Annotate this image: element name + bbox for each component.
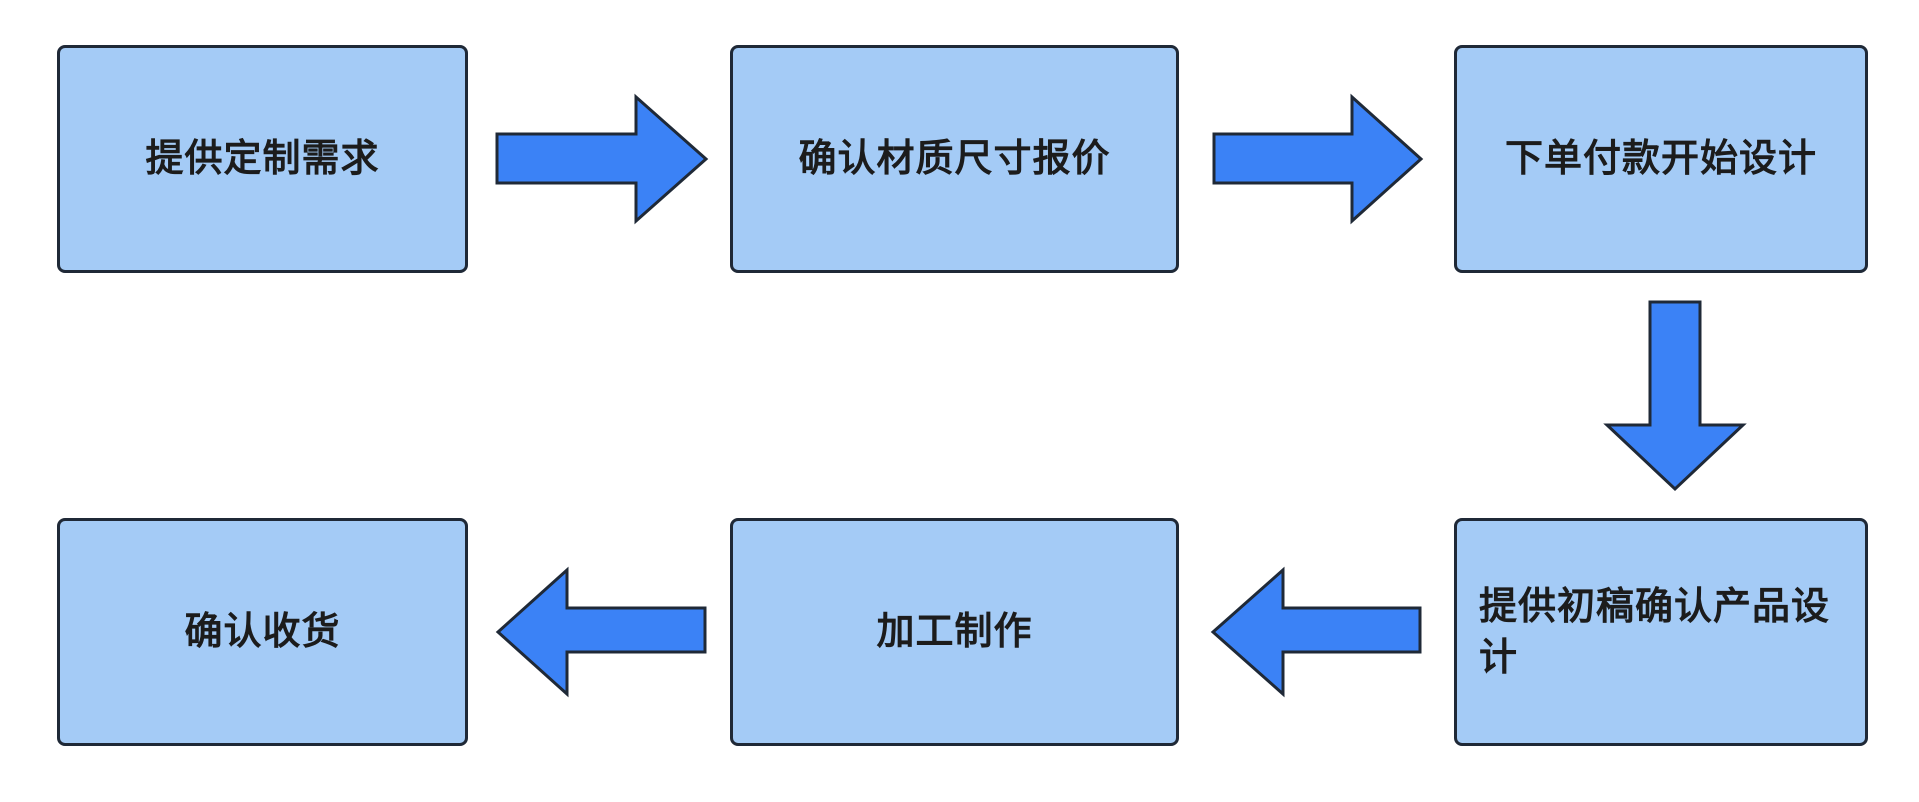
step-box-draft-confirmation: 提供初稿确认产品设计: [1454, 518, 1868, 746]
step-label: 确认材质尺寸报价: [798, 136, 1111, 181]
right-arrow-icon: [1212, 93, 1424, 225]
step-box-confirm-quote: 确认材质尺寸报价: [730, 45, 1179, 273]
step-label: 提供定制需求: [145, 136, 380, 181]
step-box-confirm-receipt: 确认收货: [57, 518, 468, 746]
step-label: 确认收货: [184, 609, 341, 654]
step-box-order-payment: 下单付款开始设计: [1454, 45, 1868, 273]
right-arrow-icon: [495, 93, 709, 225]
step-label: 下单付款开始设计: [1504, 136, 1817, 181]
step-box-production: 加工制作: [730, 518, 1179, 746]
step-label: 加工制作: [876, 609, 1033, 654]
down-arrow-icon: [1603, 300, 1747, 492]
left-arrow-icon: [1210, 566, 1422, 698]
step-box-provide-requirements: 提供定制需求: [57, 45, 468, 273]
step-label: 提供初稿确认产品设计: [1479, 583, 1831, 679]
left-arrow-icon: [495, 566, 707, 698]
